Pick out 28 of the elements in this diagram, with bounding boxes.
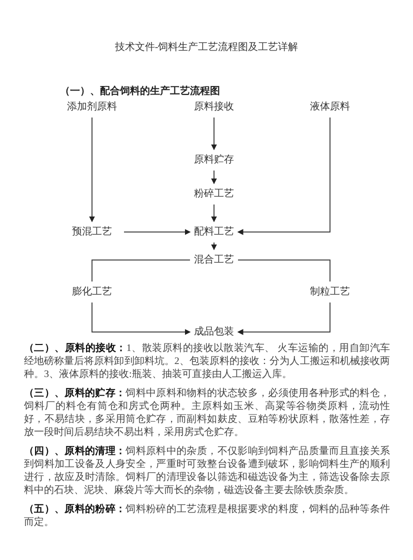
process-step-label: 成品包装 xyxy=(194,326,234,338)
section-heading: （一）、配合饲料的生产工艺流程图 xyxy=(60,84,220,98)
arrow xyxy=(89,117,95,222)
arrow xyxy=(211,242,217,250)
arrow xyxy=(124,229,191,235)
process-step-label: 液体原料 xyxy=(310,100,350,114)
arrow xyxy=(92,302,191,335)
connector-line xyxy=(92,260,190,282)
arrow xyxy=(211,170,217,184)
arrow xyxy=(237,117,330,235)
process-step-label: 添加剂原料 xyxy=(67,100,117,114)
process-step-label: 混合工艺 xyxy=(194,254,234,266)
process-step-label: 制粒工艺 xyxy=(310,286,350,298)
process-step-label: 膨化工艺 xyxy=(72,286,112,298)
arrow xyxy=(211,117,217,150)
document-title: 技术文件-饲料生产工艺流程图及工艺详解 xyxy=(114,40,300,54)
description-paragraph: （五）、原料的粉碎：饲料粉碎的工艺流程是根据要求的料度，饲料的品种等条件而定。 xyxy=(24,503,390,529)
description-paragraph: （四）、原料的清理：饲料原料中的杂质，不仅影响到饲料产品质量而且直接关系到饲料加工设备及人身安全，严重时可致整台设备遭到破坏，影响饲料生产的顺利进行，故应及时清除。饲料厂的清理设备以筛选和磁选设备为主，筛选设备除去原料中的石块、泥块、麻袋片等大而长的杂物，磁选设备主要去除铁质杂质。 xyxy=(24,445,390,497)
process-step-label: 预混工艺 xyxy=(72,226,112,238)
process-step-label: 原料贮存 xyxy=(194,154,234,166)
description-paragraph: （三）、原料的贮存：饲料中原料和物料的状态较多，必须使用各种形式的料仓，饲料厂的料仓有筒仓和房式仓两种。主原料如玉米、高粱等谷物类原料，流动性好，不易结块，多采用筒仓贮存，而副料如麸皮、豆粕等粉状原料，散落性差，存放一段时间后易结块不易出料，采用房式仓贮存。 xyxy=(24,387,390,439)
process-step-label: 原料接收 xyxy=(194,100,234,114)
connector-line xyxy=(238,260,330,282)
arrow xyxy=(237,302,330,335)
process-step-label: 配料工艺 xyxy=(194,226,234,238)
process-step-label: 粉碎工艺 xyxy=(194,188,234,200)
arrow xyxy=(211,204,217,222)
description-paragraph: （二）、原料的接收：1、散装原料的接收以散装汽车、 火车运输的，用自卸汽车经地磅称量后将原料卸到卸料坑。2、包装原料的接收：分为人工搬运和机械接收两种。3、液体原料的接收:瓶装、抽装可直接由人工搬运入库。 xyxy=(24,342,390,381)
